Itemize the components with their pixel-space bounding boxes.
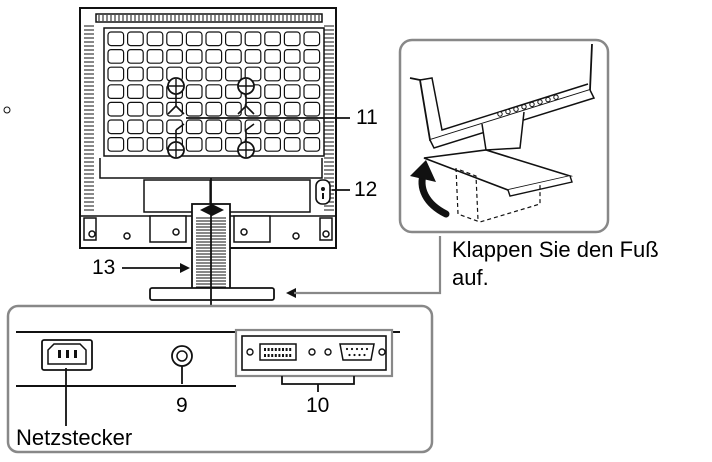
vesa-mount-holes — [167, 77, 255, 159]
stand-caption-line2: auf. — [452, 265, 489, 290]
callout-10: 10 — [306, 394, 330, 417]
rotate-arrow-icon — [410, 160, 450, 218]
stand-caption-line1: Klappen Sie den Fuß — [452, 237, 659, 262]
registration-mark — [3, 106, 11, 114]
callout-13: 13 — [92, 256, 116, 279]
signal-input-block — [234, 328, 394, 392]
callout-13-arrow — [122, 263, 190, 273]
base-pointer-arrow — [286, 236, 442, 298]
stand-fold-inset — [398, 38, 610, 234]
power-plug-label: Netzstecker — [16, 425, 133, 450]
dvi-port-icon — [246, 343, 316, 361]
callout-12: 12 — [354, 178, 378, 201]
vga-port-icon — [324, 343, 386, 361]
callout-11: 11 — [356, 106, 378, 129]
audio-jack-icon — [171, 345, 193, 384]
security-lock-icon — [315, 179, 350, 205]
callout-9: 9 — [176, 394, 188, 417]
monitor-back-cover — [79, 7, 337, 249]
power-inlet-icon — [41, 339, 93, 426]
